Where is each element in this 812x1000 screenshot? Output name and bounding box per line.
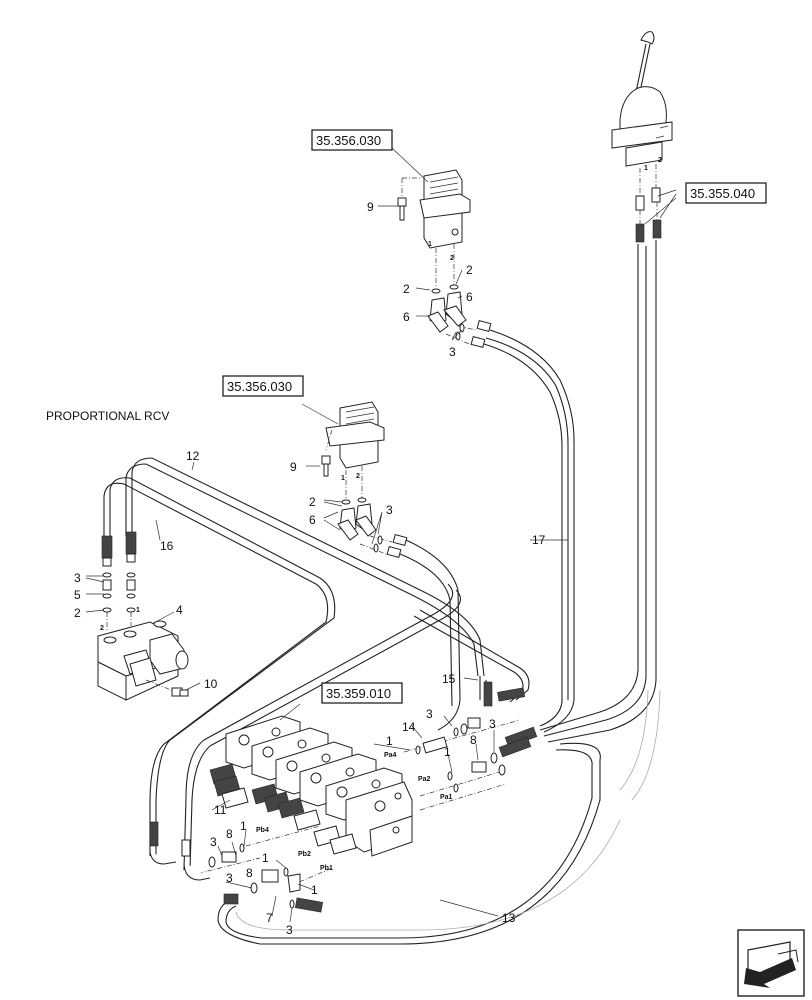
ref-mid-valve-text: 35.356.030 [227,379,292,394]
port-mark-top-1: 1 [428,241,432,248]
port-label-pb2: Pb2 [298,851,311,858]
callout-10: 10 [204,677,218,691]
callout-17: 17 [532,533,546,547]
callout-3-bottom: 3 [286,923,293,937]
callout-5: 5 [74,588,81,602]
ref-joystick-text: 35.355.040 [690,186,755,201]
top-pilot-valve: 1 2 [397,169,492,349]
callout-9-top: 9 [367,200,374,214]
hose-16 [103,477,336,856]
callout-1-pa: 1 [444,745,451,759]
callout-3-mid: 3 [386,503,393,517]
mid-valve-hoses [399,539,461,731]
callout-labels: 9 2 2 6 6 3 9 2 3 6 12 16 17 3 5 2 4 10 … [74,200,546,937]
port-label-pb1: Pb1 [320,865,333,872]
ref-box-top-valve[interactable]: 35.356.030 [311,129,393,151]
leader-lines [85,147,677,923]
port-labels: Pa4 Pa2 Pa1 Pb4 Pb2 Pb1 [256,752,453,872]
port-mark-mid-2: 2 [356,473,360,480]
callout-11: 11 [214,803,227,817]
callout-2-left: 2 [74,606,81,620]
port-mark-joystick-1: 1 [644,165,648,172]
callout-6-top-right: 6 [466,290,473,304]
left-hose-fittings: 2 1 [100,531,140,632]
diagram-title: PROPORTIONAL RCV [46,409,169,423]
port-label-pa1: Pa1 [440,794,453,801]
callout-8-pa: 8 [470,733,477,747]
joystick-assembly: 2 1 [611,31,673,243]
callout-15: 15 [442,672,456,686]
callout-3-pa: 3 [489,717,496,731]
callout-8-pb: 8 [246,866,253,880]
callout-3-top: 3 [449,345,456,359]
ref-box-joystick[interactable]: 35.355.040 [685,182,767,204]
callout-3-pb4: 3 [210,835,217,849]
callout-6-top-left: 6 [403,310,410,324]
port-mark-top-2: 2 [450,255,454,262]
callout-13: 13 [502,911,516,925]
callout-8-pb4: 8 [226,827,233,841]
callout-4: 4 [176,603,183,617]
callout-1-pb: 1 [262,851,269,865]
callout-2-top-right: 2 [466,263,473,277]
callout-16: 16 [160,539,174,553]
ref-box-mid-valve[interactable]: 35.356.030 [222,375,304,397]
callout-12: 12 [186,449,200,463]
hose-11 [183,583,461,871]
callout-6-mid: 6 [309,513,316,527]
valve-block-4 [97,620,189,701]
port-mark-joystick-2: 2 [658,157,662,164]
port-label-pa2: Pa2 [418,776,431,783]
callout-3-pa4: 3 [426,707,433,721]
callout-1-pa4: 1 [386,734,393,748]
port-label-pa4: Pa4 [384,752,397,759]
mid-pilot-valve: 1 2 [321,401,408,559]
fitting-10 [145,679,189,697]
callout-1-pb4: 1 [240,819,247,833]
ref-box-control-valve[interactable]: 35.359.010 [321,682,403,704]
control-valve-bank [209,715,413,857]
port-mark-mid-1: 1 [341,475,345,482]
ref-control-valve-text: 35.359.010 [326,686,391,701]
hose-15 [413,609,530,703]
port-mark-block-1: 1 [136,607,140,614]
hose-12 [125,457,485,677]
callout-3-left: 3 [74,571,81,585]
callout-7: 7 [266,911,273,925]
port-label-pb4: Pb4 [256,827,269,834]
top-valve-hoses [483,329,575,733]
port-fittings [149,681,538,913]
callout-14: 14 [402,720,416,734]
callout-9-mid: 9 [290,460,297,474]
previous-page-icon[interactable] [737,929,805,997]
port-mark-block-2: 2 [100,625,104,632]
callout-1-pb1: 1 [311,883,318,897]
callout-3-pb: 3 [226,871,233,885]
callout-2-mid: 2 [309,495,316,509]
hose-13 [217,742,621,945]
ref-top-valve-text: 35.356.030 [316,133,381,148]
hose-17 [539,240,661,801]
callout-2-top-left: 2 [403,282,410,296]
